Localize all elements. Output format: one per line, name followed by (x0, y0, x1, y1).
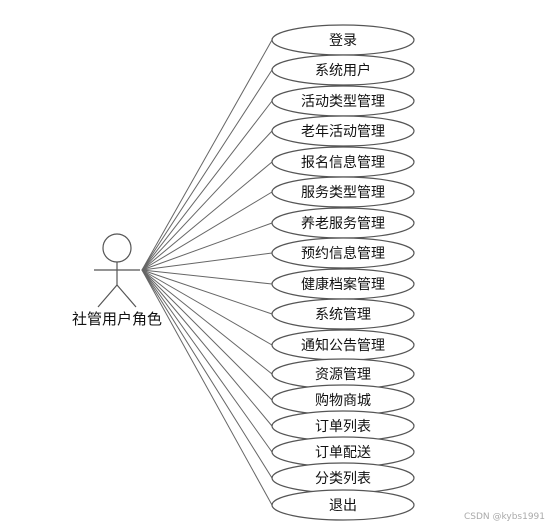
use-case-node: 退出 (271, 489, 415, 521)
association-line (141, 269, 273, 506)
use-case-node: 分类列表 (271, 462, 415, 494)
use-case-node: 资源管理 (271, 358, 415, 390)
association-line (141, 269, 273, 453)
association-line (141, 100, 273, 271)
use-case-ellipse (271, 298, 415, 330)
use-case-node: 登录 (271, 24, 415, 56)
use-case-node: 系统用户 (271, 54, 415, 86)
use-case-label: 购物商城 (315, 393, 371, 409)
use-case-ellipse (271, 115, 415, 147)
use-case-node: 服务类型管理 (271, 176, 415, 208)
watermark: CSDN @kybs1991 (463, 512, 545, 522)
association-line (141, 222, 273, 271)
use-case-node: 预约信息管理 (271, 237, 415, 269)
use-case-label: 预约信息管理 (301, 245, 385, 262)
association-line (141, 269, 273, 427)
association-line (141, 269, 273, 346)
use-case-label: 服务类型管理 (301, 185, 385, 201)
actor-right-leg (116, 284, 137, 308)
use-case-node: 养老服务管理 (271, 207, 415, 239)
use-case-label: 系统用户 (315, 62, 371, 79)
association-line (141, 269, 273, 479)
association-line (141, 191, 273, 271)
use-case-label: 订单配送 (315, 445, 371, 461)
use-case-node: 活动类型管理 (271, 85, 415, 117)
use-case-label: 健康档案管理 (301, 276, 385, 293)
use-case-node: 健康档案管理 (271, 268, 415, 300)
use-case-label: 分类列表 (315, 471, 371, 487)
use-case-label: 老年活动管理 (301, 124, 385, 140)
association-line (141, 130, 273, 271)
use-case-label: 系统管理 (315, 307, 371, 323)
association-line (141, 39, 273, 271)
use-case-node: 订单列表 (271, 410, 415, 442)
association-line (141, 269, 273, 315)
association-lines (141, 39, 273, 506)
association-line (141, 161, 273, 271)
association-line (141, 69, 273, 271)
actor-left-leg (97, 284, 118, 308)
use-case-node: 通知公告管理 (271, 329, 415, 361)
use-case-node: 系统管理 (271, 298, 415, 330)
association-line (141, 269, 273, 375)
association-line (141, 252, 273, 271)
association-line (141, 269, 273, 401)
use-case-label: 通知公告管理 (301, 337, 385, 354)
actor-head (102, 233, 132, 263)
use-case-ellipse (271, 176, 415, 208)
use-case-label: 养老服务管理 (301, 216, 385, 232)
use-case-node: 老年活动管理 (271, 115, 415, 147)
use-case-nodes: 登录系统用户活动类型管理老年活动管理报名信息管理服务类型管理养老服务管理预约信息… (271, 24, 415, 521)
actor-stick-figure (94, 233, 140, 308)
use-case-label: 登录 (329, 33, 357, 49)
use-case-label: 订单列表 (315, 419, 371, 435)
use-case-node: 报名信息管理 (271, 146, 415, 178)
use-case-ellipse (271, 54, 415, 86)
association-line (141, 269, 273, 285)
actor-label: 社管用户角色 (72, 310, 163, 328)
use-case-label: 退出 (329, 498, 357, 514)
use-case-label: 资源管理 (315, 367, 371, 383)
use-case-node: 订单配送 (271, 436, 415, 468)
use-case-ellipse (271, 489, 415, 521)
use-case-ellipse (271, 237, 415, 269)
use-case-label: 报名信息管理 (301, 154, 385, 171)
use-case-node: 购物商城 (271, 384, 415, 416)
use-case-label: 活动类型管理 (301, 94, 385, 110)
